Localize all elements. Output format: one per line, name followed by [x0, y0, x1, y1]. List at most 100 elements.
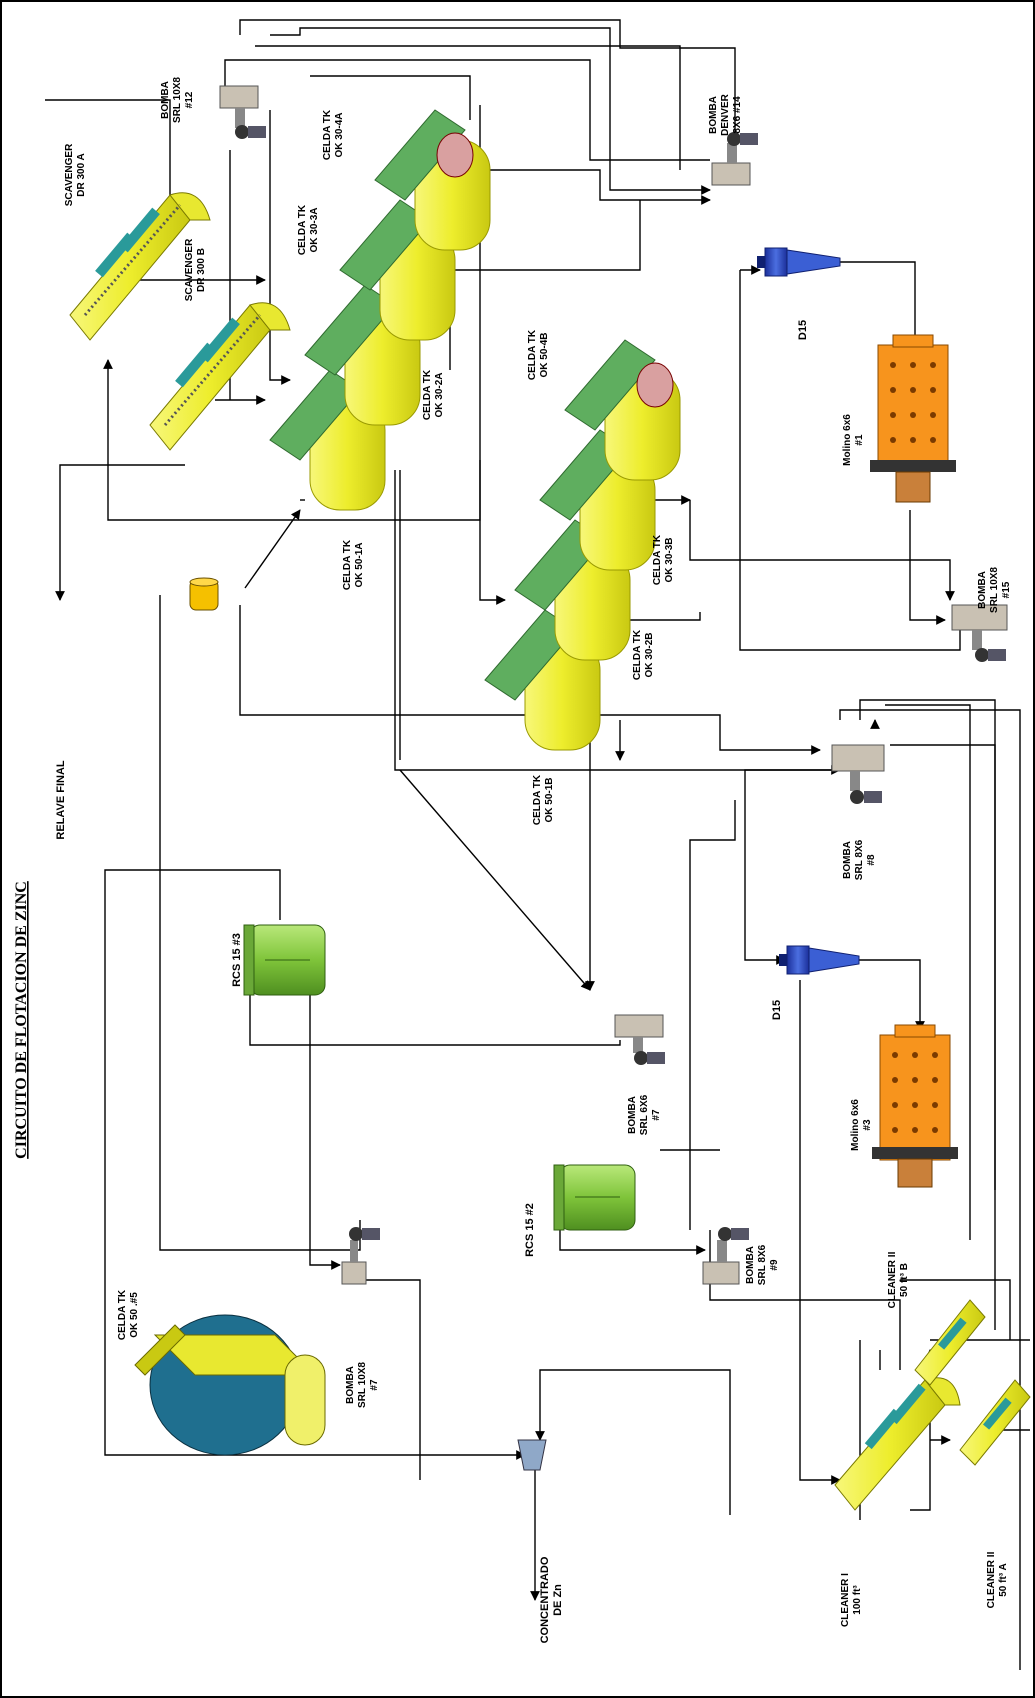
pump-12-icon [220, 86, 266, 139]
flow-line [710, 1230, 900, 1370]
d15-bottom-label-line: D15 [771, 1000, 783, 1020]
concentrate-hopper-icon [518, 1440, 546, 1470]
bomba-9-label-line: SRL 8X6 [757, 1244, 768, 1285]
celda-30-4a-label: CELDA TKOK 30-4A [322, 109, 345, 160]
cleaner-2b-icon [915, 1300, 985, 1385]
bomba-15-label-line: BOMBA [977, 571, 988, 609]
flow-line [60, 465, 185, 600]
flow-line [400, 770, 590, 990]
rcs-3-label: RCS 15 #3 [231, 933, 243, 987]
rcs-2-icon [554, 1165, 635, 1230]
flow-line [470, 170, 710, 200]
bomba-14-label: BOMBADENVER8X6 #14 [708, 93, 743, 135]
celda-30-2b-label-line: CELDA TK [632, 629, 643, 680]
celda-30-3a-label-line: CELDA TK [297, 204, 308, 255]
title: CIRCUITO DE FLOTACION DE ZINC [13, 881, 30, 1159]
concentrado-label: CONCENTRADODE Zn [539, 1556, 564, 1643]
celda-30-3b-label: CELDA TKOK 30-3B [652, 534, 675, 585]
celda-50-4b-label: CELDA TKOK 50-4B [527, 329, 550, 380]
flow-line [245, 510, 300, 588]
conditioner-tank-icon [190, 578, 218, 610]
bomba-14-label-line: BOMBA [708, 96, 719, 134]
flow-line [310, 990, 340, 1265]
celda-50-5-label: CELDA TKOK 50 .#5 [117, 1289, 140, 1340]
title-line: CIRCUITO DE FLOTACION DE ZINC [13, 881, 30, 1159]
scavenger-a-label-line: DR 300 A [76, 153, 87, 197]
bomba-9-label-line: BOMBA [745, 1246, 756, 1284]
cell-row-b-icon [485, 340, 680, 750]
molino-3-label-line: #3 [862, 1119, 873, 1131]
celda-30-2a-label: CELDA TKOK 30-2A [422, 369, 445, 420]
pump-8-icon [832, 745, 884, 804]
celda-50-1a-label-line: CELDA TK [342, 539, 353, 590]
cleaner-2a-label: CLEANER II50 ft³ A [986, 1551, 1009, 1608]
mill-3-icon [872, 1025, 958, 1187]
bomba-8-label: BOMBASRL 8X6#8 [842, 839, 877, 880]
cell-row-a-icon [270, 110, 490, 510]
concentrado-label-line: DE Zn [552, 1584, 564, 1616]
flow-line [160, 595, 360, 1250]
molino-3-label: Molino 6x6#3 [850, 1099, 873, 1151]
cleaner-1-label-line: 100 ft³ [852, 1585, 863, 1615]
celda-50-5-label-line: CELDA TK [117, 1289, 128, 1340]
celda-30-3a-label-line: OK 30-3A [309, 207, 320, 252]
celda-50-4b-label-line: OK 50-4B [539, 332, 550, 377]
cleaner-2b-label-line: CLEANER II [887, 1251, 898, 1308]
celda-50-5-label-line: OK 50 .#5 [129, 1292, 140, 1338]
flow-line [910, 510, 945, 620]
bomba-9-label: BOMBASRL 8X6#9 [745, 1244, 780, 1285]
mill-1-icon [870, 335, 956, 502]
scavenger-b-label-line: DR 300 B [196, 248, 207, 292]
celda-30-4a-label-line: CELDA TK [322, 109, 333, 160]
bomba-10x8-7-label-line: #7 [369, 1379, 380, 1391]
celda-30-2b-label-line: OK 30-2B [644, 632, 655, 677]
rcs-3-icon [244, 925, 325, 995]
bomba-15-label-line: SRL 10X8 [989, 567, 1000, 613]
flow-line [855, 960, 920, 1030]
bomba-9-label-line: #9 [769, 1259, 780, 1271]
flow-line [840, 710, 1020, 1670]
flow-line [690, 800, 735, 1230]
bomba-10x8-7-label: BOMBASRL 10X8#7 [345, 1362, 380, 1408]
flow-line [690, 500, 950, 600]
bomba-10x8-7-label-line: BOMBA [345, 1366, 356, 1404]
flow-line [240, 20, 735, 180]
cleaner-1-label: CLEANER I100 ft³ [840, 1573, 863, 1627]
molino-3-label-line: Molino 6x6 [850, 1099, 861, 1151]
bomba-6x6-7-label: BOMBASRL 6X6#7 [627, 1094, 662, 1135]
celda-50-1b-label-line: OK 50-1B [544, 777, 555, 822]
bomba-6x6-7-label-line: #7 [651, 1109, 662, 1121]
bomba-8-label-line: #8 [866, 854, 877, 866]
flow-line [270, 110, 290, 380]
cyclone-d15-bottom-icon [779, 946, 859, 974]
concentrado-label-line: CONCENTRADO [539, 1556, 551, 1643]
cleaner-2a-label-line: 50 ft³ A [998, 1563, 1009, 1597]
celda-50-1b-label: CELDA TKOK 50-1B [532, 774, 555, 825]
bomba-14-label-line: 8X6 #14 [732, 96, 743, 134]
rcs-3-label-line: RCS 15 #3 [231, 933, 243, 987]
celda-50-4b-label-line: CELDA TK [527, 329, 538, 380]
bomba-6x6-7-label-line: SRL 6X6 [639, 1094, 650, 1135]
bomba-8-label-line: SRL 8X6 [854, 839, 865, 880]
cell-ok50-5-icon [135, 1315, 325, 1455]
pump-14-icon [712, 132, 758, 185]
cleaner-1-icon [835, 1378, 960, 1510]
relave-final-label-line: RELAVE FINAL [55, 760, 67, 840]
celda-30-3a-label: CELDA TKOK 30-3A [297, 204, 320, 255]
molino-1-label-line: #1 [854, 434, 865, 446]
relave-final-label: RELAVE FINAL [55, 760, 67, 840]
scavenger-a-label: SCAVENGERDR 300 A [64, 143, 87, 206]
bomba-6x6-7-label-line: BOMBA [627, 1096, 638, 1134]
bomba-10x8-7-label-line: SRL 10X8 [357, 1362, 368, 1408]
celda-30-3b-label-line: OK 30-3B [664, 537, 675, 582]
celda-30-3b-label-line: CELDA TK [652, 534, 663, 585]
cleaner-1-label-line: CLEANER I [840, 1573, 851, 1627]
scavenger-b-label: SCAVENGERDR 300 B [184, 238, 207, 301]
bomba-14-label-line: DENVER [720, 93, 731, 135]
rcs-2-label-line: RCS 15 #2 [524, 1203, 536, 1257]
celda-30-2a-label-line: OK 30-2A [434, 372, 445, 417]
cyclone-d15-top-icon [757, 248, 840, 276]
bomba-15-label-line: #15 [1001, 581, 1012, 598]
celda-50-1b-label-line: CELDA TK [532, 774, 543, 825]
bomba-12-label-line: BOMBA [160, 81, 171, 119]
